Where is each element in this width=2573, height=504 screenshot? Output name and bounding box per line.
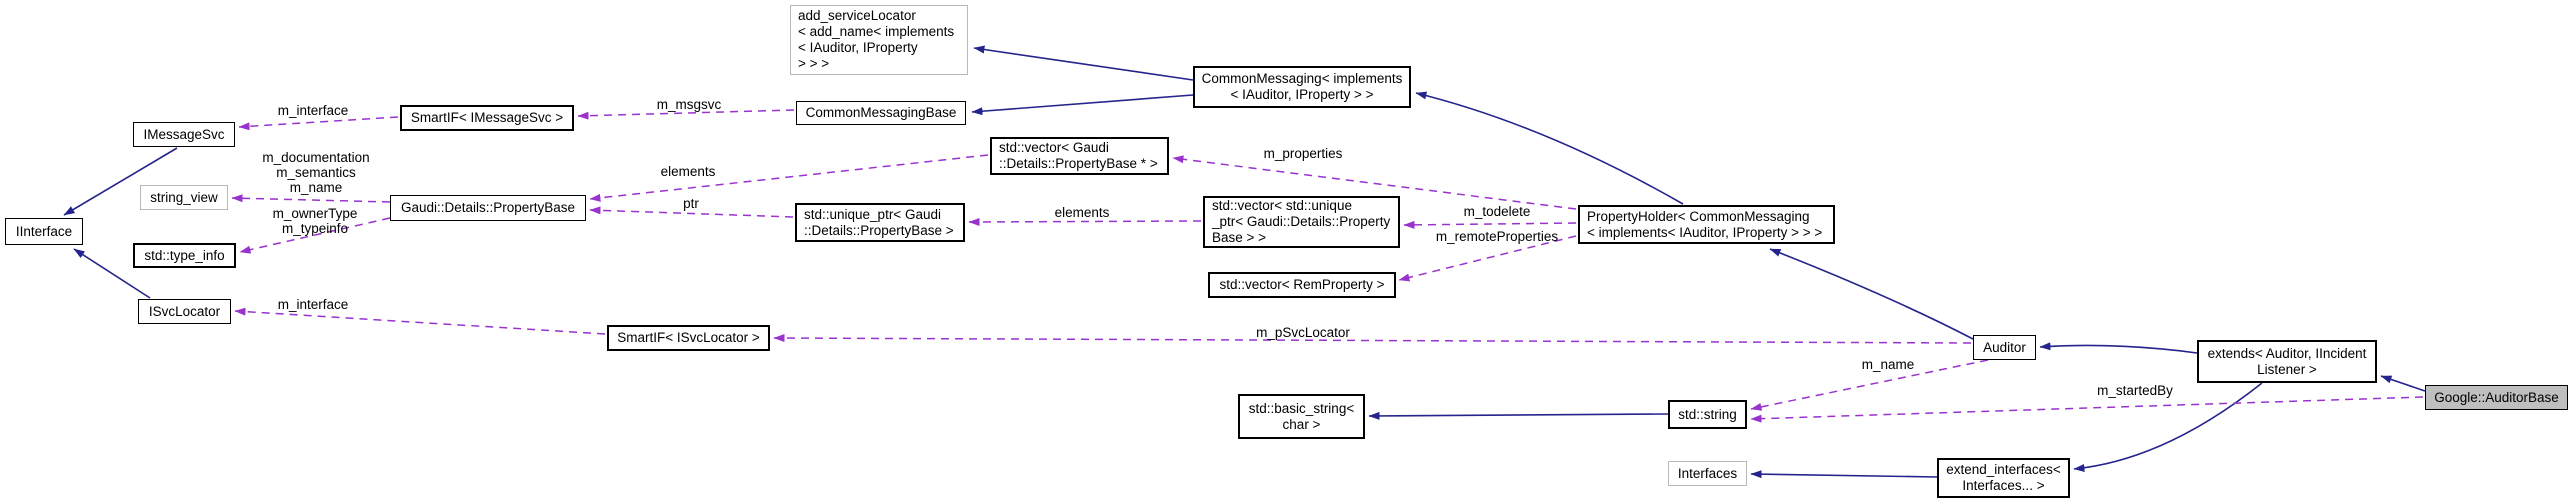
edge-inheritance-stdstring-basicstring xyxy=(1368,411,1669,420)
node-interfaces: Interfaces xyxy=(1668,461,1747,486)
edge-label-m-psvclocator: m_pSvcLocator xyxy=(1256,325,1350,340)
node-isvclocator[interactable]: ISvcLocator xyxy=(138,299,231,324)
edge-inheritance-extendinterfaces-interfaces xyxy=(1750,470,1938,479)
edge-usage-m-name xyxy=(1750,359,1989,411)
edge-label-m-todelete: m_todelete xyxy=(1463,204,1531,219)
edge-usage-m-startedby xyxy=(1750,396,2424,423)
edge-inheritance-auditor-propertyholder xyxy=(1769,248,1974,340)
node-std-vector-unique-ptr-propertybase[interactable]: std::vector< std::unique _ptr< Gaudi::De… xyxy=(1203,196,1400,248)
edge-usage-elements-vectorpb xyxy=(589,154,989,202)
node-std-vector-remproperty[interactable]: std::vector< RemProperty > xyxy=(1208,272,1396,298)
edge-label-elements-2: elements xyxy=(1054,205,1110,220)
edge-usage-ptr xyxy=(589,206,794,218)
node-google-auditorbase: Google::AuditorBase xyxy=(2425,385,2568,410)
node-imessagesvc[interactable]: IMessageSvc xyxy=(133,122,235,147)
edge-inheritance-commonmessaging-addservicelocator xyxy=(973,45,1194,81)
node-string-view: string_view xyxy=(140,185,228,210)
edge-label-ownertype-typeinfo: m_ownerType m_typeinfo xyxy=(272,206,358,236)
edge-label-documentation-semantics-name: m_documentation m_semantics m_name xyxy=(262,150,370,195)
node-add-servicelocator: add_serviceLocator < add_name< implement… xyxy=(790,5,968,75)
edge-label-m-interface-imessagesvc: m_interface xyxy=(277,103,349,118)
edge-usage-m-todelete xyxy=(1403,220,1577,229)
edge-label-m-msgsvc: m_msgsvc xyxy=(656,97,722,112)
edge-usage-m-psvclocator xyxy=(773,334,1972,344)
node-gaudi-details-propertybase[interactable]: Gaudi::Details::PropertyBase xyxy=(390,195,586,221)
node-std-unique-ptr-propertybase[interactable]: std::unique_ptr< Gaudi ::Details::Proper… xyxy=(795,203,965,242)
edge-inheritance-auditorbase-extends xyxy=(2380,375,2426,392)
edge-inheritance-extends-auditor xyxy=(2039,342,2198,354)
edge-label-m-startedby: m_startedBy xyxy=(2097,383,2173,398)
edge-label-ptr: ptr xyxy=(683,196,699,211)
edge-usage-elements-uniqueptr xyxy=(968,217,1202,226)
node-extends-auditor-iincidentlistener[interactable]: extends< Auditor, IIncident Listener > xyxy=(2197,340,2377,383)
edge-label-m-remoteproperties: m_remoteProperties xyxy=(1435,229,1559,244)
node-commonmessagingbase[interactable]: CommonMessagingBase xyxy=(796,101,966,125)
node-auditor[interactable]: Auditor xyxy=(1973,335,2036,360)
edge-inheritance-propertyholder-commonmessaging xyxy=(1415,91,1684,205)
node-std-string[interactable]: std::string xyxy=(1668,400,1747,429)
node-std-type-info[interactable]: std::type_info xyxy=(133,243,236,268)
edge-label-m-name: m_name xyxy=(1861,357,1915,372)
edge-label-m-interface-isvclocator: m_interface xyxy=(277,297,349,312)
node-smartif-imessagesvc[interactable]: SmartIF< IMessageSvc > xyxy=(400,105,574,131)
node-smartif-isvclocator[interactable]: SmartIF< ISvcLocator > xyxy=(607,325,770,351)
edge-inheritance-commonmessaging-commonmessagingbase xyxy=(971,94,1194,116)
edge-inheritance-imessagesvc-iinterface xyxy=(63,147,178,216)
node-std-vector-propertybase-ptr[interactable]: std::vector< Gaudi ::Details::PropertyBa… xyxy=(990,137,1169,175)
edge-label-elements-1: elements xyxy=(660,164,716,179)
edge-usage-m-remoteproperties xyxy=(1398,235,1577,282)
node-iinterface[interactable]: IInterface xyxy=(5,218,83,245)
node-std-basic-string-char[interactable]: std::basic_string< char > xyxy=(1238,394,1365,439)
edge-inheritance-extends-extendinterfaces xyxy=(2073,382,2263,472)
node-commonmessaging[interactable]: CommonMessaging< implements < IAuditor, … xyxy=(1193,66,1411,108)
edge-usage-m-properties xyxy=(1172,155,1577,210)
edge-inheritance-isvclocator-iinterface xyxy=(73,248,151,299)
edge-usage-m-interface-isvclocator xyxy=(234,307,606,335)
node-extend-interfaces[interactable]: extend_interfaces< Interfaces... > xyxy=(1937,458,2070,498)
edge-label-m-properties: m_properties xyxy=(1263,146,1343,161)
edge-usage-propertybase-stringview xyxy=(231,194,391,203)
edge-usage-propertybase-typeinfo xyxy=(239,217,391,254)
edge-usage-m-interface-imessagesvc xyxy=(238,116,399,131)
node-propertyholder[interactable]: PropertyHolder< CommonMessaging < implem… xyxy=(1578,205,1835,244)
